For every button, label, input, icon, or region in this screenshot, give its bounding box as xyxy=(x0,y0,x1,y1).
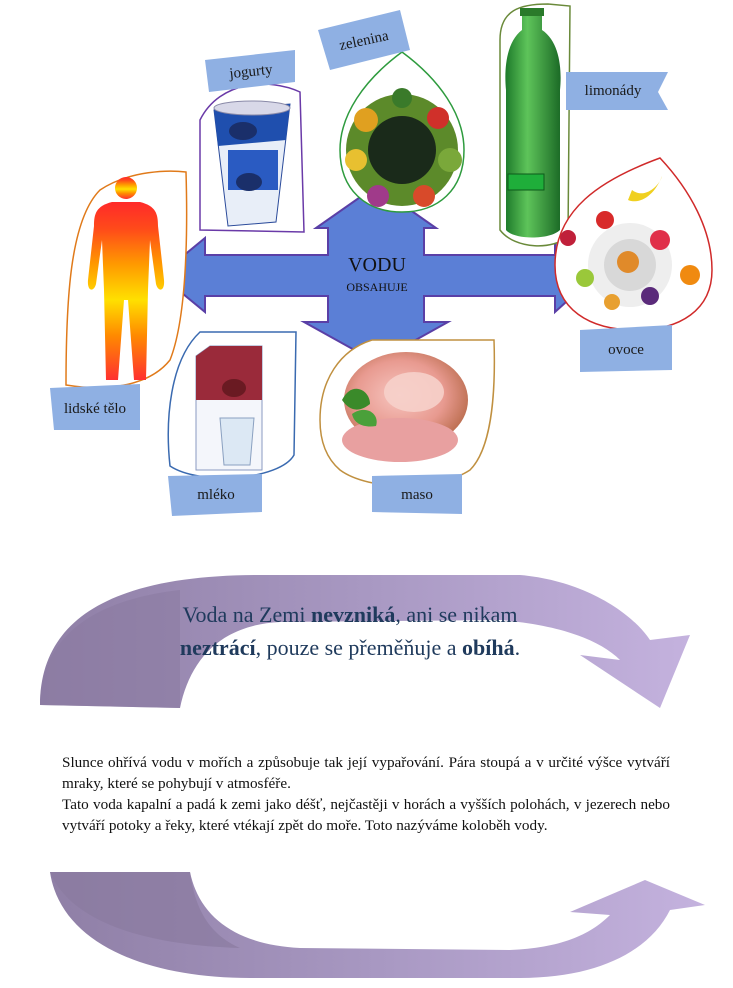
headline-bold: obíhá xyxy=(462,635,515,660)
headline-bold: nevzniká xyxy=(310,602,396,627)
ribbon-shapes xyxy=(50,10,672,516)
headline-part: . xyxy=(514,635,521,660)
lemonade-bottle-icon xyxy=(499,3,571,247)
vegetable-wreath-icon xyxy=(339,51,465,213)
headline-bold: neztrácí xyxy=(179,635,256,660)
label-lidske-telo: lidské tělo xyxy=(63,400,127,417)
ribbon-jogurty xyxy=(205,50,295,92)
ribbon-ovoce xyxy=(580,325,672,372)
cycle-arrow-upper xyxy=(40,575,690,708)
milk-carton-icon xyxy=(167,331,297,479)
ribbon-mleko xyxy=(168,474,262,516)
ribbon-zelenina xyxy=(318,10,410,70)
paragraph-sentence-1: Slunce ohřívá vodu v mořích a způsobuje … xyxy=(62,754,670,792)
fruit-plate-icon xyxy=(554,157,713,331)
ham-icon xyxy=(319,339,496,487)
headline-part: , pouze se přeměňuje a xyxy=(255,635,463,660)
ribbon-maso xyxy=(372,474,462,514)
cycle-headline: Voda na Zemi nevzniká, ani se nikam nezt… xyxy=(160,598,540,664)
label-mleko: mléko xyxy=(197,486,235,503)
ribbon-limonady xyxy=(566,72,668,110)
water-cycle-paragraph: Slunce ohřívá vodu v mořích a způsobuje … xyxy=(62,752,670,836)
label-limonady: limonády xyxy=(584,82,642,99)
cycle-arrow-lower xyxy=(50,872,705,978)
human-body-icon xyxy=(65,170,188,389)
paragraph-sentence-2: Tato voda kapalní a padá k zemi jako déš… xyxy=(62,796,670,834)
headline-part: Voda na Zemi xyxy=(182,602,311,627)
headline-part: , ani se nikam xyxy=(395,602,518,627)
label-ovoce: ovoce xyxy=(608,341,644,358)
label-maso: maso xyxy=(401,486,433,503)
yogurt-cup-icon xyxy=(199,83,305,233)
ribbon-lidske-telo xyxy=(50,384,140,430)
center-title: VODU xyxy=(348,254,406,276)
center-subtitle: OBSAHUJE xyxy=(346,280,408,294)
